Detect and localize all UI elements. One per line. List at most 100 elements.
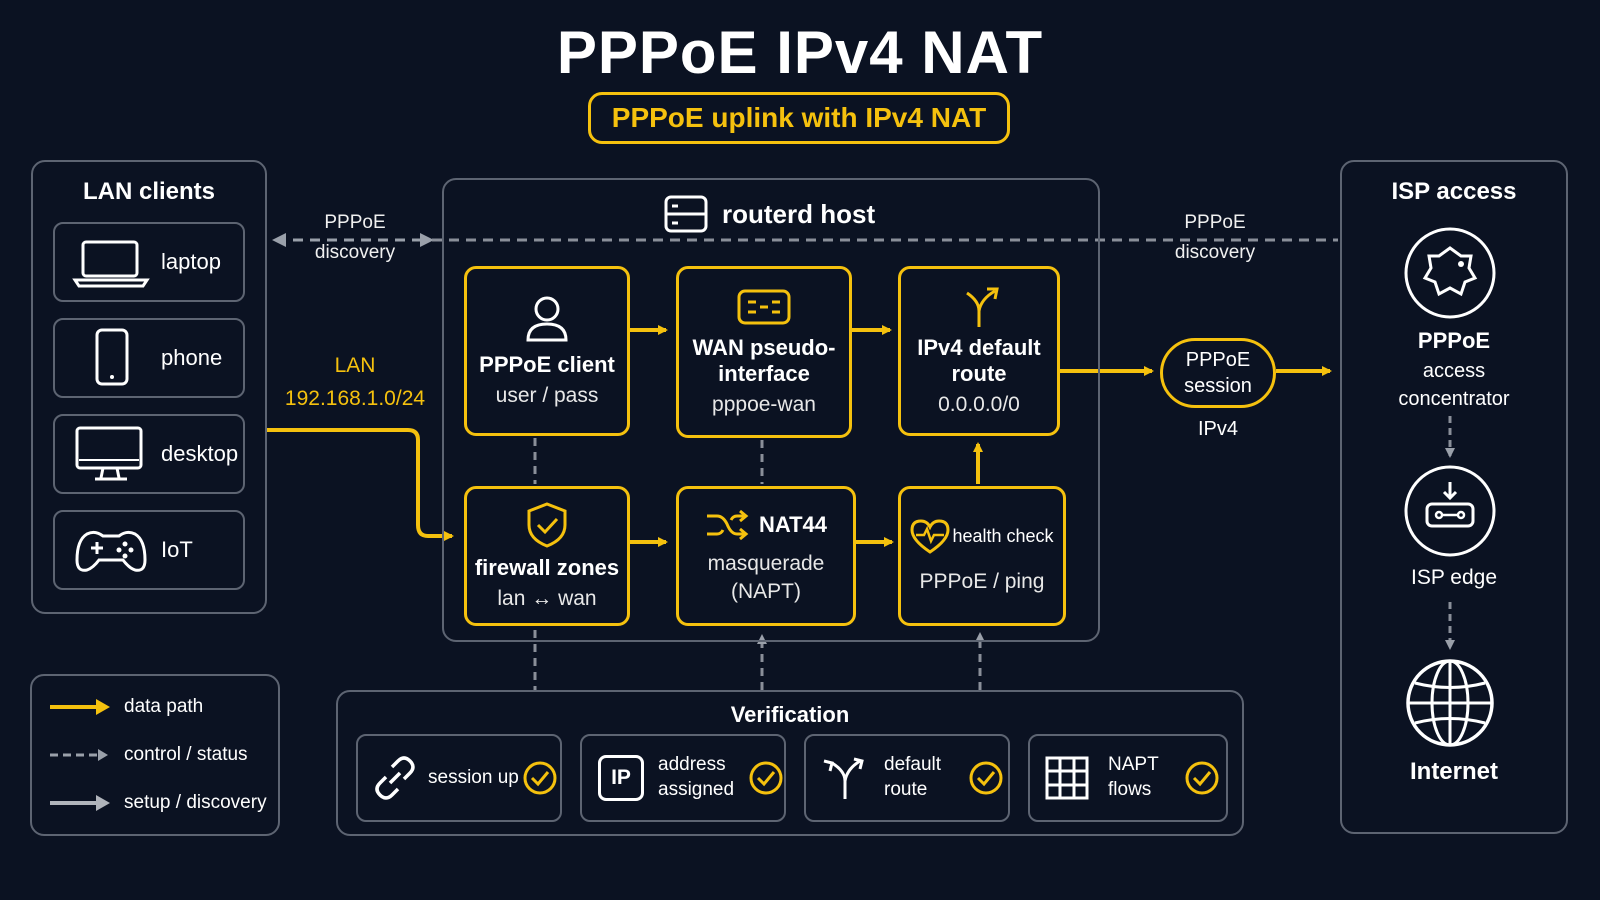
wan-interface-title: WAN pseudo-interface	[692, 334, 836, 386]
legend-panel	[30, 674, 280, 836]
isp-edge-icon	[1404, 465, 1496, 557]
verify-session-line1: session up	[428, 766, 519, 788]
verify-napt-line2: flows	[1108, 779, 1152, 800]
host-header: routerd host	[664, 194, 875, 234]
session-line1: PPPoE	[1185, 349, 1251, 371]
lan-subnet-label: LAN 192.168.1.0/24	[280, 350, 430, 415]
check-circle-icon	[749, 761, 783, 795]
client-iot[interactable]: IoT	[53, 510, 245, 590]
nat44-title: NAT44	[758, 511, 828, 537]
isp-access-panel: ISP access	[1340, 160, 1568, 834]
legend-label: control / status	[124, 744, 248, 765]
lan-subnet: 192.168.1.0/24	[284, 386, 426, 410]
lan-data-path	[266, 428, 454, 541]
firewall-title: firewall zones	[474, 554, 620, 580]
verify-label: default route	[884, 753, 968, 802]
discovery-right-line1: PPPoE	[1184, 212, 1246, 233]
phone-icon	[95, 328, 129, 386]
discovery-right-line2: discovery	[1174, 242, 1256, 264]
shuffle-icon	[706, 509, 749, 541]
concentrator-line2: access	[1422, 359, 1486, 382]
nat44-box[interactable]: NAT44 masquerade (NAPT)	[676, 486, 856, 626]
laptop-icon	[72, 240, 150, 288]
check-circle-icon	[969, 761, 1003, 795]
nat44-header: NAT44	[705, 508, 827, 542]
gamepad-icon	[75, 530, 147, 572]
client-label: phone	[161, 345, 223, 370]
session-line2: session	[1184, 375, 1252, 397]
session-ipv4-label: IPv4	[1197, 418, 1239, 440]
firewall-sub: lan ↔ wan	[497, 587, 597, 611]
wan-interface-box[interactable]: WAN pseudo-interface pppoe-wan	[676, 266, 852, 438]
client-label: desktop	[161, 441, 239, 466]
discovery-label-left: PPPoE discovery	[290, 208, 420, 269]
pppoe-client-title: PPPoE client	[479, 351, 615, 377]
health-header: health check	[910, 518, 1054, 554]
health-sub: PPPoE / ping	[919, 570, 1045, 593]
lan-clients-panel: LAN clients	[31, 160, 267, 614]
discovery-left-line1: PPPoE	[324, 212, 386, 233]
verification-panel: Verification	[336, 690, 1244, 836]
default-route-sub: 0.0.0.0/0	[938, 393, 1020, 417]
isp-title: ISP access	[1391, 178, 1517, 205]
health-title: health check	[952, 525, 1054, 546]
verify-address-assigned[interactable]: IP address assigned	[580, 734, 786, 822]
client-desktop[interactable]: desktop	[53, 414, 245, 494]
solid-gray-arrow-icon	[50, 795, 110, 811]
health-check-box[interactable]: health check PPPoE / ping	[898, 486, 1066, 626]
pppoe-client-sub: user / pass	[495, 384, 599, 408]
default-route-title: IPv4 default route	[917, 334, 1041, 386]
legend-item-control: control / status	[50, 744, 248, 766]
check-circle-icon	[1185, 761, 1219, 795]
routerd-host-panel	[442, 178, 1100, 642]
pppoe-session-oval[interactable]: PPPoE session	[1160, 338, 1276, 408]
nat44-sub1: masquerade	[707, 552, 825, 575]
solid-yellow-arrow-icon	[50, 699, 110, 715]
grid-icon	[1045, 756, 1089, 800]
route-icon	[823, 757, 864, 799]
pppoe-client-box[interactable]: PPPoE client user / pass	[464, 266, 630, 436]
nat44-sub2: (NAPT)	[731, 580, 801, 603]
page-title: PPPoE IPv4 NAT	[556, 19, 1044, 86]
client-phone[interactable]: phone	[53, 318, 245, 398]
verify-session-up[interactable]: session up	[356, 734, 562, 822]
discovery-label-right: PPPoE discovery	[1150, 208, 1280, 269]
verification-title: Verification	[730, 702, 850, 727]
verify-address-line2: assigned	[658, 779, 735, 800]
legend-item-setup: setup / discovery	[50, 792, 267, 814]
concentrator-line3: concentrator	[1398, 387, 1510, 410]
verify-napt-flows[interactable]: NAPT flows	[1028, 734, 1228, 822]
check-circle-icon	[523, 761, 557, 795]
verify-route-line2: route	[884, 779, 928, 800]
wan-interface-sub: pppoe-wan	[712, 393, 816, 417]
interface-icon	[737, 289, 791, 325]
ip-icon: IP	[598, 755, 644, 801]
verify-default-route[interactable]: default route	[804, 734, 1010, 822]
firewall-box[interactable]: firewall zones lan ↔ wan	[464, 486, 630, 626]
lan-clients-title: LAN clients	[82, 178, 216, 205]
verify-label: session up	[428, 766, 522, 791]
verify-label: NAPT flows	[1108, 753, 1184, 802]
client-laptop[interactable]: laptop	[53, 222, 245, 302]
user-icon	[526, 296, 568, 342]
server-icon	[664, 195, 708, 233]
verify-napt-line1: NAPT	[1108, 754, 1159, 776]
discovery-left-line2: discovery	[314, 242, 396, 264]
verify-route-line1: default	[884, 754, 942, 776]
legend-label: data path	[124, 696, 204, 717]
page-subtitle: PPPoE uplink with IPv4 NAT	[588, 92, 1010, 144]
internet-label: Internet	[1409, 758, 1498, 785]
default-route-box[interactable]: IPv4 default route 0.0.0.0/0	[898, 266, 1060, 436]
concentrator-line1: PPPoE	[1417, 328, 1491, 353]
globe-icon	[1406, 659, 1494, 747]
client-label: laptop	[161, 249, 221, 274]
client-label: IoT	[161, 537, 193, 562]
heartbeat-icon	[910, 519, 950, 554]
concentrator-label: PPPoE access concentrator	[1360, 326, 1548, 413]
legend-label: setup / discovery	[124, 792, 267, 813]
dashed-gray-arrow-icon	[50, 749, 108, 761]
route-split-icon	[966, 287, 999, 327]
verify-address-line1: address	[658, 754, 726, 776]
concentrator-icon	[1404, 227, 1496, 319]
